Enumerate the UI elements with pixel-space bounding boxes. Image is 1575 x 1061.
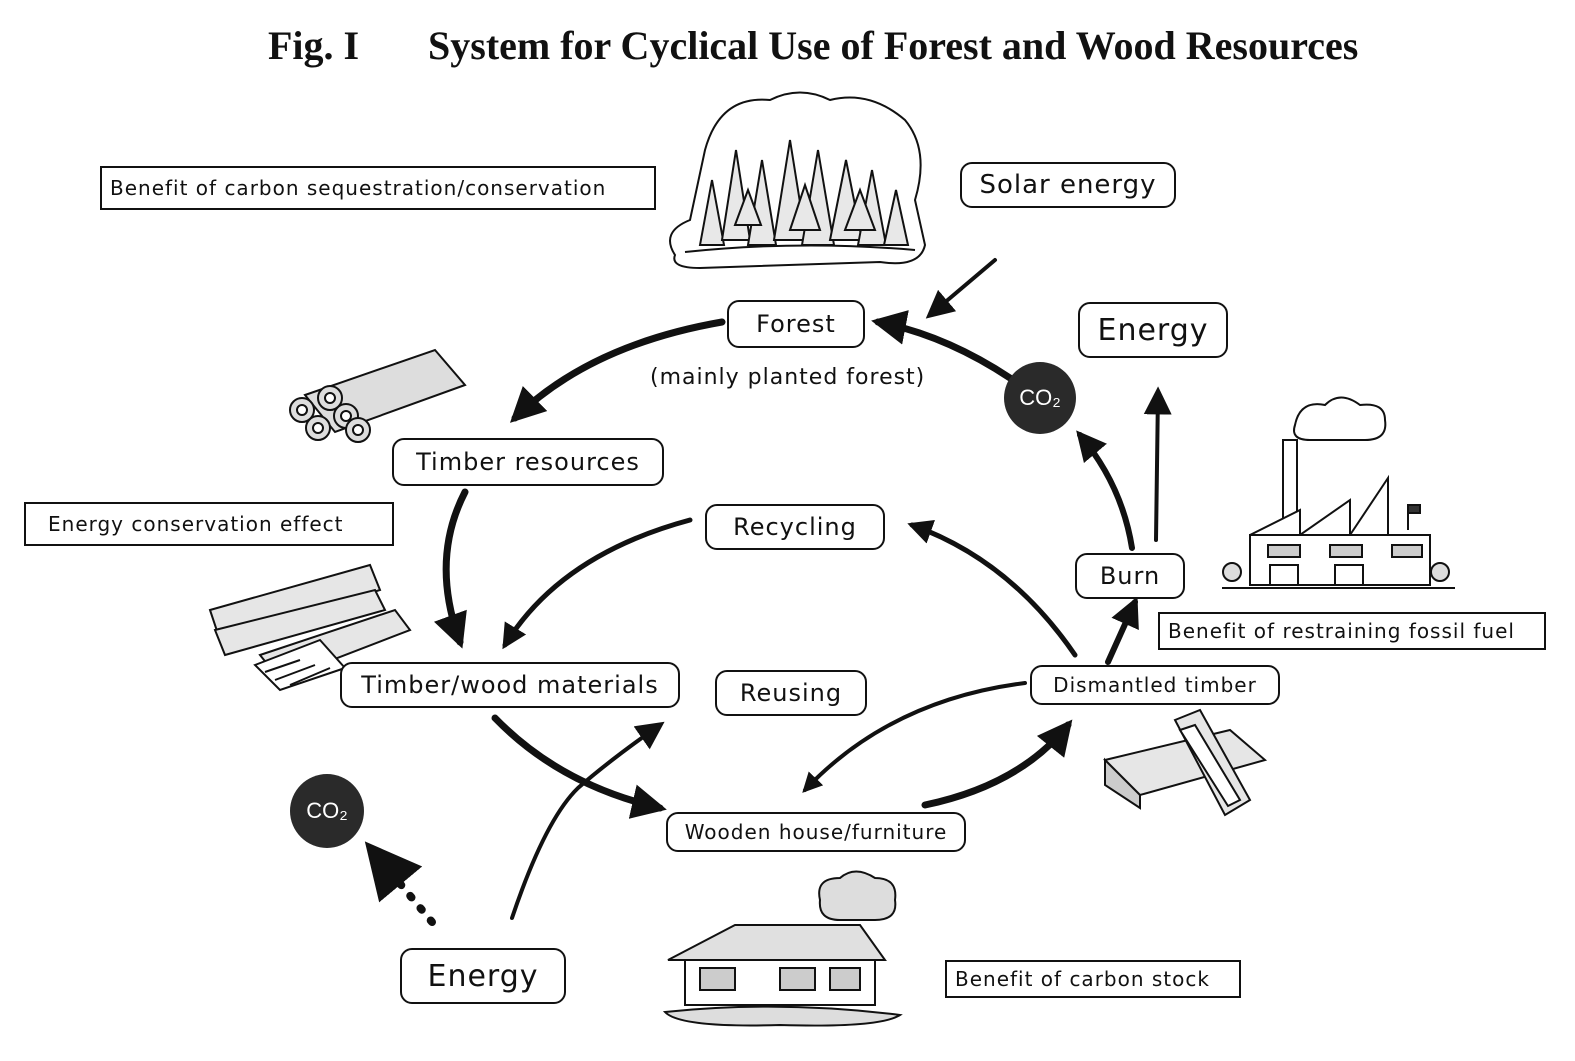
node-energy-bottom: Energy [400,948,566,1004]
node-wooden-house-furniture: Wooden house/furniture [666,812,966,852]
node-reusing: Reusing [715,670,867,716]
note-restraining-fossil-fuel: Benefit of restraining fossil fuel [1158,612,1546,650]
arrow-burn-to-co2 [1076,430,1135,551]
arrow-dismantled-to-recycling [907,519,1078,658]
node-burn: Burn [1075,553,1185,599]
arrow-house-to-dismantled [921,719,1073,809]
factory-illustration [1222,396,1455,589]
arrow-timber-wood-to-house [491,714,667,819]
figure-number: Fig. I [268,23,360,68]
node-energy-top: Energy [1078,302,1228,358]
arrow-dismantled-to-house [802,681,1027,793]
arrow-burn-to-energy [1143,386,1172,542]
arrow-solar-to-forest [925,258,997,319]
arrow-forest-to-timber-resources [509,318,726,423]
logs-illustration [289,348,467,443]
cycle-arrows [364,258,1172,926]
dismantled-timber-illustration [1103,708,1268,817]
note-energy-conservation: Energy conservation effect [24,502,394,546]
lumber-illustration [208,563,412,692]
arrow-dismantled-to-burn [1105,596,1139,665]
node-forest: Forest [727,300,865,348]
arrow-timber-resources-to-timber-wood [433,488,469,649]
forest-illustration [669,91,927,270]
co2-badge-top: CO₂ [1004,362,1076,434]
note-carbon-stock: Benefit of carbon stock [945,960,1241,998]
arrow-energy-to-co2 [364,841,436,926]
note-carbon-sequestration: Benefit of carbon sequestration/conserva… [100,166,656,210]
figure-title: Fig. I System for Cyclical Use of Forest… [0,14,1575,74]
arrow-recycling-to-timber-wood [502,517,693,650]
forest-subtitle: (mainly planted forest) [650,365,926,390]
node-timber-resources: Timber resources [392,438,664,486]
node-dismantled-timber: Dismantled timber [1030,665,1280,705]
node-solar-energy: Solar energy [960,162,1176,208]
co2-badge-bottom: CO₂ [290,774,364,848]
house-illustration [662,870,903,1027]
arrow-co2-to-forest [871,310,1014,382]
node-recycling: Recycling [705,504,885,550]
figure-title-text: System for Cyclical Use of Forest and Wo… [428,23,1359,68]
node-timber-wood-materials: Timber/wood materials [340,662,680,708]
arrow-energy-to-reusing [510,721,665,920]
